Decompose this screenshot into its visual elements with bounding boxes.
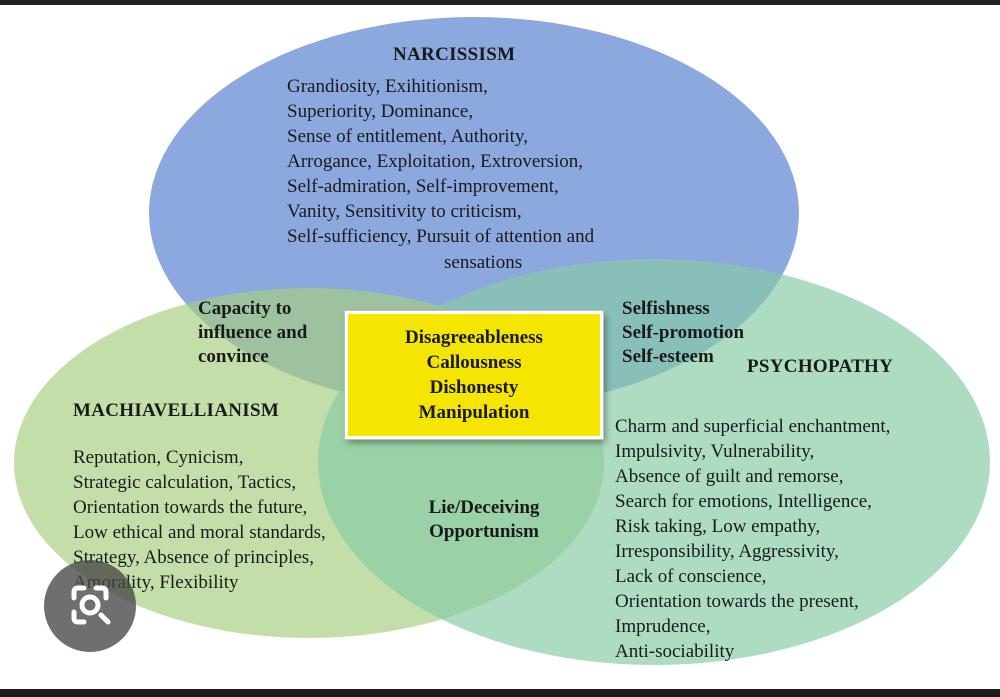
overlap-narcissism-psychopathy: Selfishness Self-promotion Self-esteem: [622, 297, 744, 369]
narcissism-trait: Sense of entitlement, Authority,: [287, 126, 528, 147]
image-search-button[interactable]: [44, 560, 136, 652]
overlap-trait: Self-promotion: [622, 322, 745, 343]
overlap-trait: Capacity to: [198, 298, 292, 319]
psychopathy-trait: Anti-sociability: [615, 641, 735, 662]
machiavellianism-title: MACHIAVELLIANISM: [73, 400, 280, 421]
overlap-trait: Self-esteem: [622, 346, 714, 367]
machiavellianism-traits: Reputation, Cynicism, Strategic calculat…: [73, 445, 326, 595]
overlap-trait: convince: [198, 346, 269, 367]
narcissism-traits: Grandiosity, Exihitionism, Superiority, …: [287, 74, 594, 249]
narcissism-trait: Arrogance, Exploitation, Extroversion,: [287, 151, 584, 172]
narcissism-trait: Grandiosity, Exihitionism,: [287, 76, 488, 97]
psychopathy-traits: Charm and superficial enchantment, Impul…: [615, 414, 890, 664]
overlap-machiavellianism-psychopathy: Lie/Deceiving Opportunism: [414, 496, 554, 544]
narcissism-title: NARCISSISM: [393, 44, 516, 65]
narcissism-trait: Self-admiration, Self-improvement,: [287, 176, 559, 197]
narcissism-trait: Self-sufficiency, Pursuit of attention a…: [287, 226, 595, 247]
center-trait: Disagreeableness: [405, 327, 543, 348]
psychopathy-trait: Irresponsibility, Aggressivity,: [615, 541, 839, 562]
center-trait: Dishonesty: [429, 377, 519, 398]
overlap-trait: Lie/Deceiving: [428, 497, 540, 518]
center-box: Disagreeableness Callousness Dishonesty …: [345, 311, 603, 439]
center-trait: Callousness: [426, 352, 522, 373]
psychopathy-trait: Impulsivity, Vulnerability,: [615, 441, 815, 462]
bottom-border: [0, 689, 1000, 697]
overlap-trait: influence and: [198, 322, 308, 343]
center-trait: Manipulation: [418, 402, 530, 423]
psychopathy-title: PSYCHOPATHY: [747, 356, 894, 377]
machiavellianism-trait: Reputation, Cynicism,: [73, 447, 244, 468]
psychopathy-trait: Search for emotions, Intelligence,: [615, 491, 872, 512]
top-border: [0, 0, 1000, 5]
psychopathy-trait: Lack of conscience,: [615, 566, 767, 587]
machiavellianism-trait: Low ethical and moral standards,: [73, 522, 326, 543]
machiavellianism-trait: Orientation towards the future,: [73, 497, 308, 518]
psychopathy-trait: Imprudence,: [615, 616, 711, 637]
image-search-icon: [71, 585, 111, 625]
narcissism-trait: Vanity, Sensitivity to criticism,: [287, 201, 522, 222]
psychopathy-trait: Risk taking, Low empathy,: [615, 516, 821, 537]
overlap-trait: Opportunism: [429, 521, 539, 542]
psychopathy-trait: Absence of guilt and remorse,: [615, 466, 844, 487]
machiavellianism-trait: Strategy, Absence of principles,: [73, 547, 314, 568]
narcissism-trait-continued: sensations: [444, 252, 523, 273]
machiavellianism-trait: Strategic calculation, Tactics,: [73, 472, 297, 493]
psychopathy-trait: Orientation towards the present,: [615, 591, 859, 612]
overlap-narcissism-machiavellianism: Capacity to influence and convince: [198, 297, 307, 369]
overlap-trait: Selfishness: [622, 298, 710, 319]
psychopathy-trait: Charm and superficial enchantment,: [615, 416, 891, 437]
narcissism-trait: Superiority, Dominance,: [287, 101, 474, 122]
